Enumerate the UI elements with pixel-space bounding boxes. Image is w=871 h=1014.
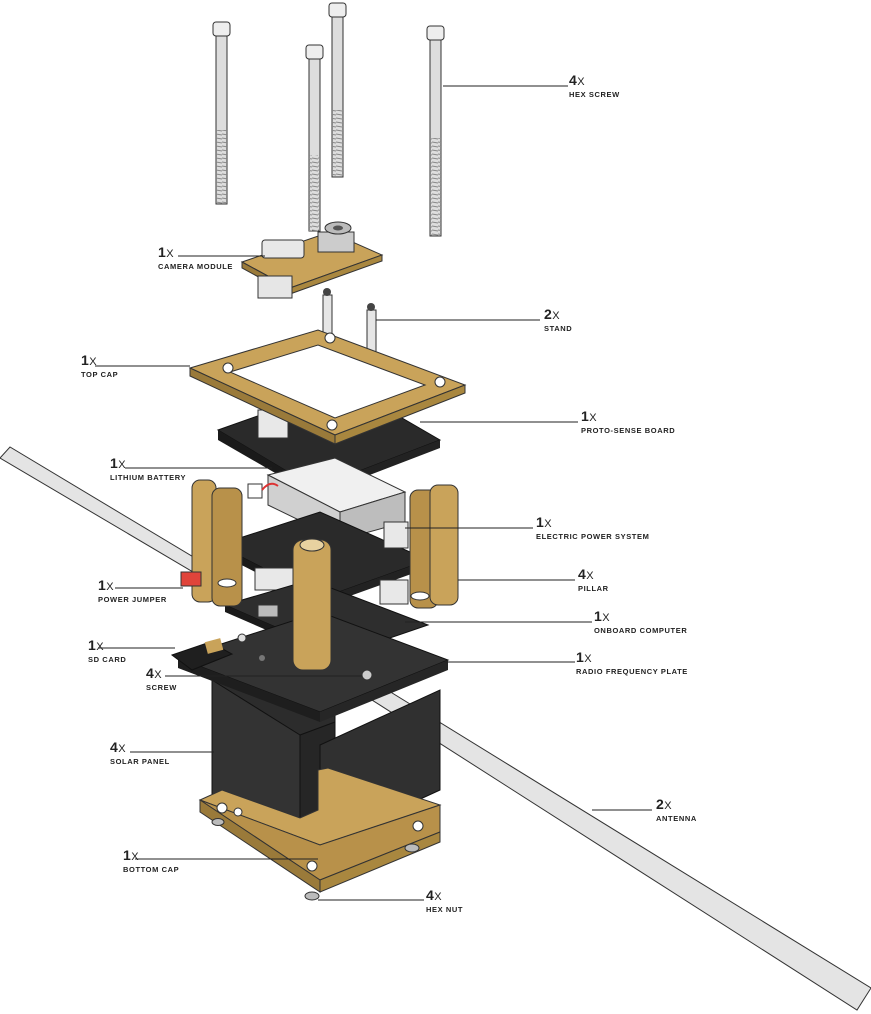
label-pillar: 4X PILLAR	[578, 567, 609, 593]
qty-screw: 4	[146, 665, 155, 681]
qty-suffix-stand: X	[552, 310, 561, 322]
name-lithium-battery: LITHIUM BATTERY	[110, 473, 187, 482]
name-screw: SCREW	[146, 683, 177, 692]
name-radio-frequency-plate: RADIO FREQUENCY PLATE	[576, 667, 688, 676]
qty-suffix-radio-frequency-plate: X	[584, 653, 593, 665]
qty-suffix-proto-sense-board: X	[589, 412, 598, 424]
label-onboard-computer: 1X ONBOARD COMPUTER	[594, 609, 687, 635]
name-hex-screw: HEX SCREW	[569, 90, 620, 99]
sd-card-illustration	[170, 638, 234, 671]
power-jumper-illustration	[180, 571, 202, 587]
label-top-cap: 1X TOP CAP	[81, 353, 118, 379]
qty-suffix-pillar: X	[586, 570, 595, 582]
qty-lithium-battery: 1	[110, 455, 119, 471]
qty-pillar: 4	[578, 566, 587, 582]
qty-bottom-cap: 1	[123, 847, 132, 863]
qty-suffix-sd-card: X	[96, 641, 105, 653]
label-power-jumper: 1X POWER JUMPER	[98, 578, 167, 604]
name-electric-power-system: ELECTRIC POWER SYSTEM	[536, 532, 650, 541]
leader-lines	[95, 85, 652, 901]
qty-suffix-antenna: X	[664, 800, 673, 812]
qty-sd-card: 1	[88, 637, 97, 653]
name-solar-panel: SOLAR PANEL	[110, 757, 170, 766]
qty-suffix-bottom-cap: X	[131, 851, 140, 863]
name-antenna: ANTENNA	[656, 814, 697, 823]
qty-suffix-hex-nut: X	[434, 891, 443, 903]
qty-stand: 2	[544, 306, 553, 322]
name-bottom-cap: BOTTOM CAP	[123, 865, 180, 874]
top-cap-illustration	[188, 329, 467, 445]
label-hex-nut: 4X HEX NUT	[426, 888, 463, 914]
qty-solar-panel: 4	[110, 739, 119, 755]
qty-hex-screw: 4	[569, 72, 578, 88]
label-lithium-battery: 1X LITHIUM BATTERY	[110, 456, 186, 482]
qty-top-cap: 1	[81, 352, 90, 368]
label-screw: 4X SCREW	[146, 666, 177, 692]
name-hex-nut: HEX NUT	[426, 905, 464, 914]
camera-module-illustration	[240, 221, 384, 299]
label-solar-panel: 4X SOLAR PANEL	[110, 740, 170, 766]
name-power-jumper: POWER JUMPER	[98, 595, 167, 604]
qty-camera-module: 1	[158, 244, 167, 260]
name-sd-card: SD CARD	[88, 655, 127, 664]
label-camera-module: 1X CAMERA MODULE	[158, 245, 233, 271]
label-bottom-cap: 1X BOTTOM CAP	[123, 848, 179, 874]
hex-screws-illustration	[212, 2, 445, 237]
label-hex-screw: 4X HEX SCREW	[569, 73, 620, 99]
name-proto-sense-board: PROTO-SENSE BOARD	[581, 426, 676, 435]
name-pillar: PILLAR	[578, 584, 609, 593]
qty-suffix-lithium-battery: X	[118, 459, 127, 471]
name-top-cap: TOP CAP	[81, 370, 119, 379]
qty-suffix-screw: X	[154, 669, 163, 681]
qty-suffix-top-cap: X	[89, 356, 98, 368]
name-onboard-computer: ONBOARD COMPUTER	[594, 626, 688, 635]
qty-proto-sense-board: 1	[581, 408, 590, 424]
pillars-illustration	[191, 479, 459, 671]
qty-suffix-power-jumper: X	[106, 581, 115, 593]
label-sd-card: 1X SD CARD	[88, 638, 126, 664]
name-camera-module: CAMERA MODULE	[158, 262, 234, 271]
qty-suffix-camera-module: X	[166, 248, 175, 260]
qty-hex-nut: 4	[426, 887, 435, 903]
qty-suffix-hex-screw: X	[577, 76, 586, 88]
label-stand: 2X STAND	[544, 307, 572, 333]
qty-suffix-onboard-computer: X	[602, 612, 611, 624]
qty-suffix-electric-power-system: X	[544, 518, 553, 530]
qty-radio-frequency-plate: 1	[576, 649, 585, 665]
label-proto-sense-board: 1X PROTO-SENSE BOARD	[581, 409, 675, 435]
qty-antenna: 2	[656, 796, 665, 812]
qty-suffix-solar-panel: X	[118, 743, 127, 755]
qty-onboard-computer: 1	[594, 608, 603, 624]
qty-electric-power-system: 1	[536, 514, 545, 530]
hex-nuts-illustration	[211, 818, 420, 901]
label-antenna: 2X ANTENNA	[656, 797, 697, 823]
label-electric-power-system: 1X ELECTRIC POWER SYSTEM	[536, 515, 649, 541]
name-stand: STAND	[544, 324, 573, 333]
label-radio-frequency-plate: 1X RADIO FREQUENCY PLATE	[576, 650, 688, 676]
qty-power-jumper: 1	[98, 577, 107, 593]
